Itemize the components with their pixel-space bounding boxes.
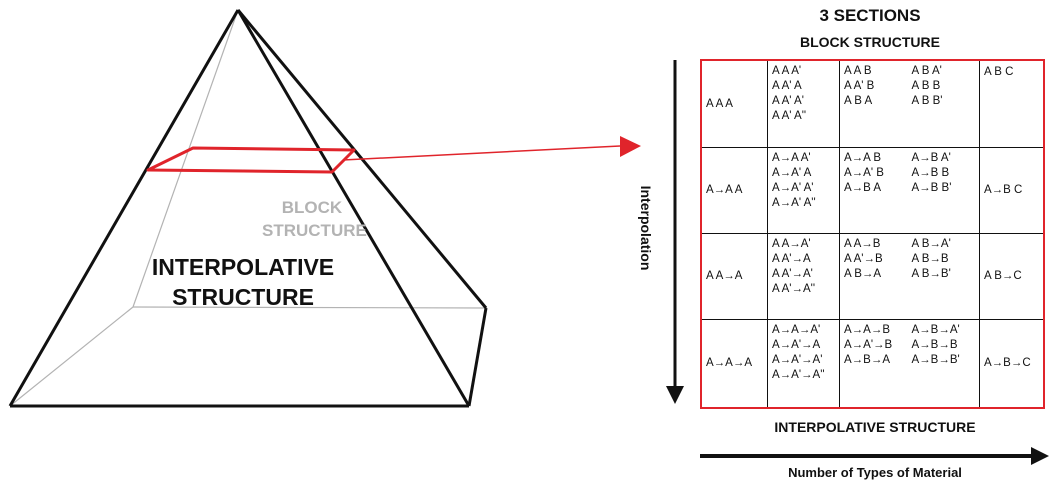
grid-cell: A→A B A→A' B A→B A A→B A' A→B B A→B B' <box>840 148 980 234</box>
grid-cell: A A A' A A' A A A' A' A A' A'' <box>768 61 840 148</box>
grid-cell: A A B A A' B A B A A B A' A B B A B B' <box>840 61 980 148</box>
cell-line: A→B B <box>911 167 950 179</box>
cell-line: A→A' A <box>772 167 812 179</box>
cell-line: A→B→B' <box>911 354 960 366</box>
grid-cell: A→A A <box>702 148 768 234</box>
grid-cell: A→B→C <box>980 320 1043 407</box>
cell-text: A→B C <box>984 184 1023 196</box>
hidden-edge-back-base <box>132 306 487 309</box>
cell-subcolumn: A B A' A B B A B B' <box>912 64 980 147</box>
cell-subcolumn: A→B A' A→B B A→B B' <box>912 151 980 233</box>
cell-line: A B B' <box>911 95 943 107</box>
edge-right-base <box>467 307 488 407</box>
cell-line: A A'→A'' <box>772 283 816 295</box>
cell-subcolumn: A→A B A→A' B A→B A <box>844 151 912 233</box>
pyramid-visible-edges <box>8 9 488 408</box>
edge-front-left <box>8 9 240 407</box>
cell-line: A→A'→A'' <box>772 369 825 381</box>
cell-line: A→A' A'' <box>772 197 816 209</box>
grid-cell: A→A→A <box>702 320 768 407</box>
cell-line: A A B <box>844 65 872 77</box>
pointer-arrowhead <box>620 136 641 157</box>
pointer-arrow-line <box>342 145 621 161</box>
hidden-edge-base-diag <box>9 306 134 407</box>
interp-label-line2: STRUCTURE <box>172 284 314 310</box>
grid-cell: A A→A' A A'→A A A'→A' A A'→A'' <box>768 234 840 320</box>
cell-text: A B C <box>984 66 1014 78</box>
cell-line: A→A→B <box>844 324 891 336</box>
cell-text: A→A A <box>706 184 743 196</box>
cell-line: A A' A'' <box>772 110 807 122</box>
grid-cell: A B C <box>980 61 1043 148</box>
cell-line: A→A'→B <box>844 339 893 351</box>
cell-subcolumn: A A→B A A'→B A B→A <box>844 237 912 319</box>
cell-text: A→A→A <box>706 357 753 369</box>
cell-line: A B→B' <box>911 268 951 280</box>
cell-line: A A' A <box>772 80 802 92</box>
material-axis-arrowhead <box>1031 447 1049 465</box>
cell-line: A B A' <box>911 65 942 77</box>
cell-text: A B→C <box>984 270 1022 282</box>
cell-line: A→B A' <box>911 152 951 164</box>
cell-line: A A A' <box>772 65 802 77</box>
cell-line: A→B→B <box>911 339 958 351</box>
cell-line: A→A→A' <box>772 324 821 336</box>
interpolation-axis-arrowhead <box>666 386 684 404</box>
cell-subcolumn: A A B A A' B A B A <box>844 64 912 147</box>
cell-subcolumn: A B→A' A B→B A B→B' <box>912 237 980 319</box>
grid-cell: A A A <box>702 61 768 148</box>
cell-line: A→A' B <box>844 167 884 179</box>
cross-section <box>146 146 356 174</box>
interpolation-axis-label: Interpolation <box>638 185 654 271</box>
grid-cell: A→A→A' A→A'→A A→A'→A' A→A'→A'' <box>768 320 840 407</box>
cell-line: A→B A <box>844 182 882 194</box>
interpolative-structure-heading: INTERPOLATIVE STRUCTURE <box>774 419 976 435</box>
pyramid-hidden-edges <box>9 9 487 407</box>
grid-cell: A→B C <box>980 148 1043 234</box>
cell-line: A A→A' <box>772 238 811 250</box>
cell-line: A→A' A' <box>772 182 814 194</box>
block-label-line1: BLOCK <box>281 198 343 217</box>
grid-cell: A B→C <box>980 234 1043 320</box>
interpolative-structure-label: INTERPOLATIVE STRUCTURE <box>138 252 348 312</box>
grid-cell: A A→A <box>702 234 768 320</box>
sections-title: 3 SECTIONS <box>819 6 921 25</box>
material-types-axis-label: Number of Types of Material <box>788 465 962 480</box>
block-structure-heading: BLOCK STRUCTURE <box>800 34 940 50</box>
cell-subcolumn: A→A→B A→A'→B A→B→A <box>844 323 912 407</box>
block-label-line2: STRUCTURE <box>262 221 367 240</box>
cell-line: A→A'→A <box>772 339 821 351</box>
cell-line: A→B B' <box>911 182 952 194</box>
cell-line: A→B→A <box>844 354 891 366</box>
cell-line: A→B→A' <box>911 324 960 336</box>
hidden-edge-back-left <box>132 9 239 308</box>
cell-line: A A'→A <box>772 253 811 265</box>
pyramid-diagram <box>8 9 684 408</box>
cell-line: A A' A' <box>772 95 804 107</box>
cell-text: A→B→C <box>984 357 1031 369</box>
edge-front-right <box>236 9 471 407</box>
cell-line: A A→B <box>844 238 881 250</box>
cell-text: A A→A <box>706 270 743 282</box>
cell-line: A B B <box>911 80 941 92</box>
cell-line: A B→B <box>911 253 949 265</box>
grid-cell: A A→B A A'→B A B→A A B→A' A B→B A B→B' <box>840 234 980 320</box>
structure-grid: A A A A A A' A A' A A A' A' A A' A'' A A… <box>700 59 1045 409</box>
cell-line: A→A A' <box>772 152 811 164</box>
cell-subcolumn: A→B→A' A→B→B A→B→B' <box>912 323 980 407</box>
material-axis-arrow <box>700 447 1049 465</box>
cell-line: A A'→B <box>844 253 883 265</box>
cell-line: A B A <box>844 95 873 107</box>
grid-cell: A→A→B A→A'→B A→B→A A→B→A' A→B→B A→B→B' <box>840 320 980 407</box>
cell-line: A B→A' <box>911 238 951 250</box>
cell-line: A A' B <box>844 80 875 92</box>
cell-line: A→A B <box>844 152 882 164</box>
block-structure-label: BLOCK STRUCTURE <box>262 196 367 242</box>
interp-label-line1: INTERPOLATIVE <box>151 254 335 280</box>
cell-line: A→A'→A' <box>772 354 823 366</box>
cell-line: A A'→A' <box>772 268 813 280</box>
cell-text: A A A <box>706 97 733 110</box>
cell-line: A B→A <box>844 268 882 280</box>
grid-cell: A→A A' A→A' A A→A' A' A→A' A'' <box>768 148 840 234</box>
